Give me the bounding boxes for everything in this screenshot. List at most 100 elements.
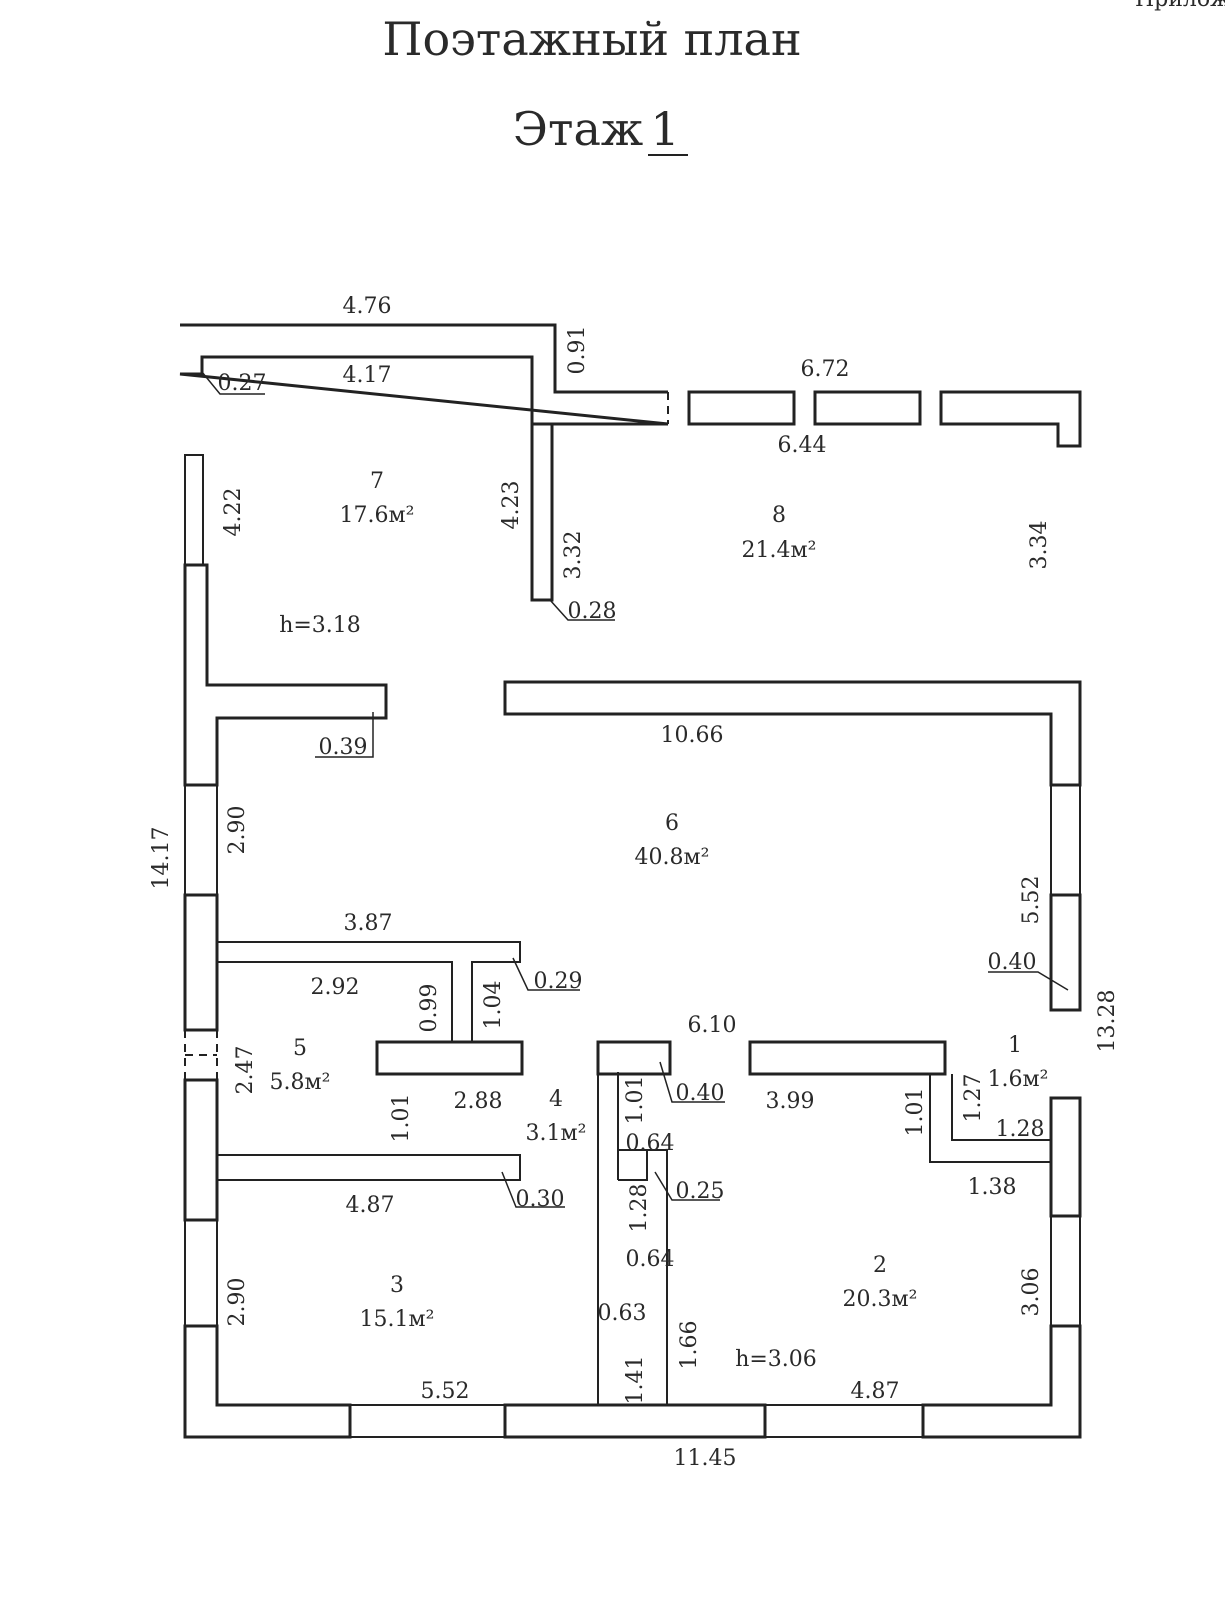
wall-left-room5-upper: [183, 893, 219, 1032]
leader-0-40-right: [988, 971, 1069, 991]
leader-0-25: [654, 1171, 720, 1201]
dim-3-34: 3.34: [1027, 521, 1052, 570]
room-4-area: 3.1м²: [526, 1121, 587, 1146]
dim-2-88: 2.88: [454, 1089, 503, 1114]
room-8-area: 21.4м²: [742, 538, 817, 563]
wall-bottom-left: [183, 1324, 352, 1439]
corner-text: Прилож: [1135, 0, 1225, 12]
wall-room2-right-upper: [1049, 1096, 1082, 1218]
dim-3-99: 3.99: [766, 1089, 815, 1114]
leader-0-28: [549, 599, 615, 621]
wall-center-partition: [597, 1072, 668, 1405]
room-6-area: 40.8м²: [635, 845, 710, 870]
dim-2-92: 2.92: [311, 975, 360, 1000]
floor-number: 1: [650, 102, 679, 156]
room-3-area: 15.1м²: [360, 1307, 435, 1332]
dim-1-27: 1.27: [961, 1074, 986, 1123]
wall-room5-top: [217, 941, 521, 1043]
wall-room3-top: [217, 1154, 521, 1181]
dim-1-01-left: 1.01: [389, 1094, 414, 1143]
window-left-upper: [184, 784, 218, 896]
wall-room8-segment-2: [813, 390, 922, 426]
dim-6-10: 6.10: [688, 1013, 737, 1038]
room-7-area: 17.6м²: [340, 503, 415, 528]
dim-1-28-mid: 1.28: [627, 1184, 652, 1233]
dim-10-66: 10.66: [661, 723, 724, 748]
dim-0-40-mid: 0.40: [676, 1081, 725, 1106]
dim-1-01-mid: 1.01: [623, 1076, 648, 1125]
dim-1-66: 1.66: [677, 1321, 702, 1370]
dim-2-90-upper: 2.90: [225, 806, 250, 855]
dim-1-38: 1.38: [968, 1175, 1017, 1200]
leader-0-29: [512, 957, 580, 991]
leader-0-30: [501, 1171, 565, 1208]
wall-room1-top: [748, 1040, 947, 1076]
dim-4-87-bottom: 4.87: [851, 1379, 900, 1404]
dim-0-40-right: 0.40: [988, 950, 1037, 975]
wall-bottom-right: [921, 1324, 1082, 1439]
floor-label: Этаж: [513, 102, 643, 156]
wall-room4-right-stub: [596, 1040, 672, 1076]
dim-0-63: 0.63: [598, 1301, 647, 1326]
dim-0-27: 0.27: [218, 371, 267, 396]
dim-13-28: 13.28: [1095, 990, 1120, 1053]
leader-0-39: [315, 712, 374, 758]
dim-0-64-upper: 0.64: [626, 1131, 675, 1156]
dim-6-72: 6.72: [801, 357, 850, 382]
dim-2-47: 2.47: [233, 1046, 258, 1095]
wall-room8-segment-1: [687, 390, 796, 426]
room-1-number: 1: [1008, 1033, 1022, 1058]
dim-0-30: 0.30: [516, 1187, 565, 1212]
window-room7-left: [184, 454, 204, 566]
dim-3-87: 3.87: [344, 911, 393, 936]
room-5-area: 5.8м²: [270, 1070, 331, 1095]
dim-5-52-bottom: 5.52: [421, 1379, 470, 1404]
room-1-area: 1.6м²: [988, 1067, 1049, 1092]
dim-0-64-lower: 0.64: [626, 1247, 675, 1272]
window-bottom-right: [764, 1404, 924, 1438]
doorway-marks-top: [667, 392, 942, 424]
dim-3-06: 3.06: [1019, 1268, 1044, 1317]
dim-4-76: 4.76: [343, 294, 392, 319]
page-title: Поэтажный план: [382, 12, 801, 66]
dim-3-32: 3.32: [561, 531, 586, 580]
dim-4-23: 4.23: [499, 481, 524, 530]
dim-4-87-left: 4.87: [346, 1193, 395, 1218]
dim-0-28: 0.28: [568, 599, 617, 624]
wall-room8-corner: [939, 390, 1082, 448]
room-6-number: 6: [665, 811, 679, 836]
dim-0-99: 0.99: [417, 984, 442, 1033]
dim-0-91: 0.91: [565, 326, 590, 375]
dim-11-45: 11.45: [674, 1446, 737, 1471]
window-room6-right: [1050, 784, 1081, 896]
leader-0-40-mid: [659, 1061, 725, 1103]
dim-0-25: 0.25: [676, 1179, 725, 1204]
dim-0-29: 0.29: [534, 969, 583, 994]
wall-bottom-center: [503, 1403, 767, 1439]
room-4-number: 4: [549, 1087, 563, 1112]
dim-1-01-right: 1.01: [903, 1088, 928, 1137]
dim-5-52-right: 5.52: [1019, 876, 1044, 925]
leader-0-27: [201, 371, 265, 395]
wall-room1-enclosure: [929, 1074, 1051, 1163]
window-room2-right: [1050, 1215, 1081, 1327]
dim-0-39: 0.39: [319, 735, 368, 760]
dim-1-41: 1.41: [623, 1356, 648, 1405]
dim-4-17: 4.17: [343, 363, 392, 388]
dim-1-28-right: 1.28: [996, 1117, 1045, 1142]
room-2-area: 20.3м²: [843, 1287, 918, 1312]
wall-left-room5-lower: [183, 1078, 219, 1222]
window-left-lower: [184, 1219, 218, 1327]
wall-room4-left-stub: [375, 1040, 524, 1076]
room-7-number: 7: [370, 469, 384, 494]
room-5-number: 5: [293, 1036, 307, 1061]
height-upper: h=3.18: [279, 613, 361, 638]
room-2-number: 2: [873, 1253, 887, 1278]
room-3-number: 3: [390, 1273, 404, 1298]
dim-1-04: 1.04: [481, 981, 506, 1030]
wall-room7-8-partition: [530, 424, 554, 602]
dim-2-90-lower: 2.90: [225, 1278, 250, 1327]
doorway-left-room5: [184, 1030, 218, 1080]
room-8-number: 8: [772, 503, 786, 528]
